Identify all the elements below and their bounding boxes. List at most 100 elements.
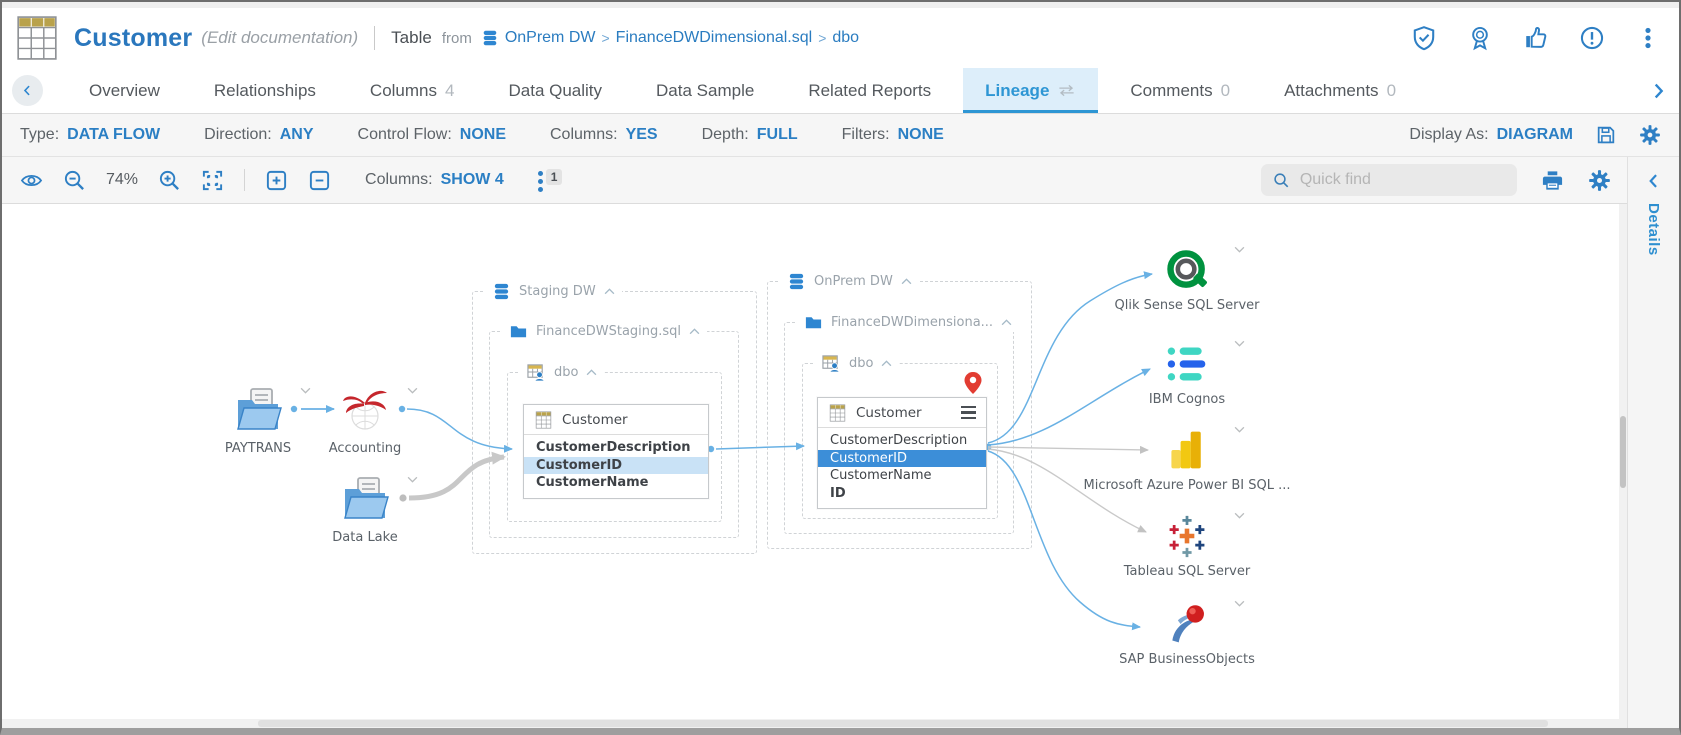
edit-documentation-link[interactable]: (Edit documentation) [201,28,359,47]
quick-find-input[interactable] [1299,171,1505,189]
tab-data-quality[interactable]: Data Quality [508,80,603,100]
vertical-scrollbar-thumb[interactable] [1620,416,1626,488]
table-node-title[interactable]: Customer [524,405,708,435]
source-node-data-lake[interactable]: Data Lake [300,474,430,545]
group-header-staging-dbo[interactable]: dbo [520,363,605,382]
target-node-sap-bo[interactable]: SAP BusinessObjects [1067,602,1307,667]
chevron-down-icon[interactable] [1234,340,1245,347]
group-header-onprem-dw[interactable]: OnPrem DW [780,272,919,291]
lineage-swap-icon [1057,84,1076,97]
lineage-settings-button[interactable] [1639,124,1661,146]
collapse-chevron-up-icon[interactable] [689,328,700,335]
columns-show-selector[interactable]: Columns: SHOW 4 [365,171,504,188]
group-header-onprem-dbo[interactable]: dbo [815,354,900,373]
lineage-canvas[interactable]: Staging DW FinanceDWStaging.sql [2,204,1619,719]
node-menu-icon[interactable] [961,405,976,420]
column-row[interactable]: CustomerDescription [830,433,968,448]
more-menu-button[interactable] [1635,25,1661,51]
group-header-staging-dw[interactable]: Staging DW [485,282,622,301]
node-label: Microsoft Azure Power BI SQL ... [1083,478,1291,493]
tab-relationships[interactable]: Relationships [213,80,316,100]
expand-all-button[interactable] [265,169,288,192]
column-row[interactable]: ID [830,485,846,501]
tabs-scroll-left-button[interactable] [12,75,43,106]
chevron-down-icon[interactable] [407,476,418,483]
zoom-in-button[interactable] [158,169,181,192]
filter-type[interactable]: Type:DATA FLOW [20,126,161,143]
like-button[interactable] [1523,25,1549,51]
collapse-chevron-up-icon[interactable] [604,288,615,295]
node-label: Tableau SQL Server [1123,564,1251,579]
column-row[interactable]: CustomerName [830,468,932,483]
breadcrumb-schema[interactable]: dbo [832,29,860,46]
diagram-settings-button[interactable] [1588,169,1611,192]
table-node-staging-customer[interactable]: Customer CustomerDescription CustomerID … [523,404,709,499]
save-view-button[interactable] [1595,124,1617,146]
node-label: SAP BusinessObjects [1119,652,1255,667]
collapse-chevron-up-icon[interactable] [1001,319,1012,326]
hidden-objects-indicator[interactable]: 1 [537,168,563,192]
print-button[interactable] [1541,169,1564,192]
zoom-out-button[interactable] [63,169,86,192]
filter-columns[interactable]: Columns:YES [550,126,658,143]
column-row-highlighted[interactable]: CustomerID [524,456,708,474]
endorse-medal-button[interactable] [1467,25,1493,51]
tab-related-reports[interactable]: Related Reports [808,80,932,100]
chevron-down-icon[interactable] [1234,512,1245,519]
details-panel-title[interactable]: Details [1645,203,1662,256]
filter-filters[interactable]: Filters:NONE [841,126,944,143]
display-as-selector[interactable]: Display As:DIAGRAM [1409,126,1573,143]
filter-depth[interactable]: Depth:FULL [701,126,798,143]
column-row[interactable]: CustomerName [536,475,649,490]
main-area: 74% Columns: SHOW 4 1 [2,157,1679,728]
hidden-count-badge: 1 [545,168,563,185]
column-row-selected[interactable]: CustomerID [818,449,986,467]
table-node-onprem-customer[interactable]: Customer CustomerDescription CustomerID … [817,397,987,509]
collapse-all-button[interactable] [308,169,331,192]
target-node-tableau[interactable]: Tableau SQL Server [1067,514,1307,579]
group-header-financedwdimensional[interactable]: FinanceDWDimensiona... [797,313,1020,332]
window-top-strip [2,2,1679,8]
column-row[interactable]: CustomerDescription [536,440,691,455]
chevron-down-icon[interactable] [1234,246,1245,253]
table-icon [534,411,553,429]
power-bi-icon [1165,428,1209,472]
target-node-powerbi[interactable]: Microsoft Azure Power BI SQL ... [1067,428,1307,493]
chevron-down-icon[interactable] [1234,426,1245,433]
zoom-level[interactable]: 74% [106,171,139,188]
search-icon [1273,171,1290,190]
tab-lineage[interactable]: Lineage [963,68,1099,113]
tabs-scroll-right-button[interactable] [1647,80,1669,102]
horizontal-scrollbar-thumb[interactable] [258,720,1548,727]
database-group-staging: Staging DW [472,282,757,554]
preview-eye-button[interactable] [20,169,43,192]
chevron-down-icon[interactable] [1234,600,1245,607]
source-node-paytrans[interactable]: PAYTRANS [193,385,323,456]
quick-find-box [1261,164,1517,196]
toolbar-divider [244,169,246,191]
diagram-toolbar: 74% Columns: SHOW 4 1 [2,157,1627,204]
tab-overview[interactable]: Overview [89,80,160,100]
breadcrumb-file[interactable]: FinanceDWDimensional.sql [615,29,813,46]
fit-to-screen-button[interactable] [201,169,224,192]
target-node-qlik[interactable]: Qlik Sense SQL Server [1067,248,1307,313]
tab-data-sample[interactable]: Data Sample [656,80,755,100]
collapse-chevron-up-icon[interactable] [901,278,912,285]
filter-direction[interactable]: Direction:ANY [204,126,314,143]
chevron-down-icon[interactable] [407,387,418,394]
target-node-ibm-cognos[interactable]: IBM Cognos [1067,342,1307,407]
table-node-title[interactable]: Customer [818,398,986,428]
filter-control-flow[interactable]: Control Flow:NONE [357,126,506,143]
collapse-chevron-up-icon[interactable] [881,360,892,367]
breadcrumb-database[interactable]: OnPrem DW [504,29,596,46]
report-issue-button[interactable] [1579,25,1605,51]
expand-details-chevron[interactable] [1644,171,1664,191]
group-header-financedwstaging[interactable]: FinanceDWStaging.sql [502,322,708,341]
collapse-chevron-up-icon[interactable] [586,369,597,376]
source-node-accounting[interactable]: Accounting [300,385,430,456]
verified-shield-button[interactable] [1411,25,1437,51]
